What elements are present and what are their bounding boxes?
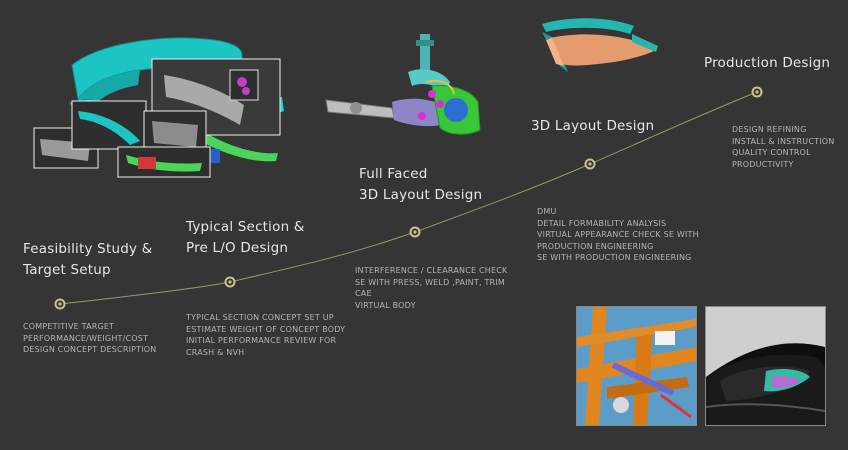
milestone-dot-4	[584, 158, 596, 170]
step-1-title-line: Target Setup	[23, 262, 111, 278]
step-1-title-line: Feasibility Study &	[23, 241, 153, 257]
step-2-title-line: Typical Section &	[186, 219, 305, 235]
step-5-desc-line: DESIGN REFINING	[732, 125, 807, 134]
car-render-graphic	[706, 307, 825, 425]
suspension-cad-model	[325, 34, 481, 135]
step-2-desc-line: TYPICAL SECTION CONCEPT SET UP	[186, 313, 334, 322]
step-5-description: DESIGN REFINING INSTALL & INSTRUCTION QU…	[732, 124, 834, 170]
step-3-title-line: Full Faced	[359, 166, 428, 182]
step-1-desc-line: DESIGN CONCEPT DESCRIPTION	[23, 345, 157, 354]
step-3-title: Full Faced 3D Layout Design	[359, 164, 482, 206]
step-2-desc-line: CRASH & NVH	[186, 347, 245, 357]
bumper-cad-collage	[33, 37, 284, 178]
step-5-title-line: Production Design	[704, 55, 831, 71]
step-1-title: Feasibility Study & Target Setup	[23, 239, 152, 281]
milestone-dot-3	[409, 226, 421, 238]
step-4-desc-line: DETAIL FORMABILITY ANALYSIS	[537, 218, 667, 228]
step-3-desc-line: CAE	[355, 289, 372, 298]
step-4-title: 3D Layout Design	[531, 116, 654, 137]
step-4-desc-line: VIRTUAL APPEARANCE CHECK SE WITH	[537, 230, 699, 239]
step-1-desc-line: PERFORMANCE/WEIGHT/COST	[23, 333, 149, 343]
panel-cad-model	[542, 18, 658, 72]
step-4-desc-line: SE WITH PRODUCTION ENGINEERING	[537, 253, 692, 262]
step-5-desc-line: PRODUCTIVITY	[732, 159, 794, 169]
step-3-desc-line: VIRTUAL BODY	[355, 300, 416, 310]
chassis-frame-photo	[576, 306, 697, 426]
milestone-dot-5	[751, 86, 763, 98]
step-4-desc-line: PRODUCTION ENGINEERING	[537, 241, 654, 251]
chassis-frame-graphic	[577, 307, 696, 425]
step-1-description: COMPETITIVE TARGET PERFORMANCE/WEIGHT/CO…	[23, 321, 157, 356]
milestone-dot-1	[54, 298, 66, 310]
step-4-description: DMU DETAIL FORMABILITY ANALYSIS VIRTUAL …	[537, 206, 699, 264]
step-3-title-line: 3D Layout Design	[359, 187, 483, 203]
step-4-title-line: 3D Layout Design	[531, 118, 655, 134]
step-4-desc-line: DMU	[537, 207, 557, 216]
milestone-dot-2	[224, 276, 236, 288]
step-1-desc-line: COMPETITIVE TARGET	[23, 322, 115, 331]
car-headlight-render	[705, 306, 826, 426]
step-2-desc-line: ESTIMATE WEIGHT OF CONCEPT BODY	[186, 324, 346, 334]
step-2-desc-line: INITIAL PERFORMANCE REVIEW FOR	[186, 336, 337, 345]
step-3-desc-line: INTERFERENCE / CLEARANCE CHECK	[355, 266, 508, 275]
step-2-description: TYPICAL SECTION CONCEPT SET UP ESTIMATE …	[186, 312, 345, 358]
step-2-title-line: Pre L/O Design	[186, 240, 289, 256]
step-2-title: Typical Section & Pre L/O Design	[186, 217, 305, 259]
step-5-desc-line: INSTALL & INSTRUCTION	[732, 136, 835, 146]
step-5-desc-line: QUALITY CONTROL	[732, 148, 811, 157]
step-3-description: INTERFERENCE / CLEARANCE CHECK SE WITH P…	[355, 265, 507, 311]
step-3-desc-line: SE WITH PRESS, WELD ,PAINT, TRIM	[355, 277, 505, 287]
step-5-title: Production Design	[704, 53, 830, 74]
